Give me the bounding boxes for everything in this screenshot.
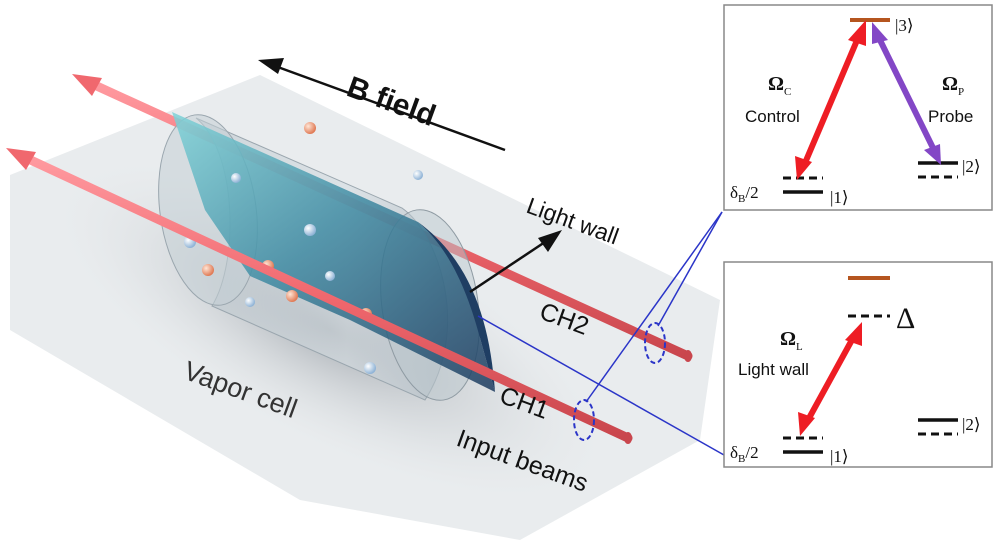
detuning-label: Δ <box>896 302 915 335</box>
delta-b-label: δB/2 <box>730 183 759 205</box>
ch2-highlight <box>644 322 666 364</box>
eit-level-panel: |3⟩ |1⟩ |2⟩ δB/2 ΩC Control ΩP Probe <box>723 4 993 211</box>
probe-arrow <box>872 22 941 165</box>
level-3-label: |3⟩ <box>895 16 914 35</box>
control-arrow <box>795 20 866 180</box>
light-wall-level-panel: Δ |1⟩ |2⟩ δB/2 ΩL Light wall <box>723 261 993 468</box>
atom <box>413 170 423 180</box>
light-wall-coupling-arrow <box>798 322 862 436</box>
atom <box>304 224 316 236</box>
light-wall-pointer <box>469 230 562 294</box>
atom <box>202 264 214 276</box>
control-label: Control <box>745 107 800 126</box>
beam-ch1 <box>6 148 633 444</box>
light-wall-sheet <box>172 112 495 392</box>
level-1-label: |1⟩ <box>830 188 849 207</box>
atom <box>231 173 241 183</box>
delta-b-label: δB/2 <box>730 443 759 465</box>
ch1-highlight <box>573 399 595 441</box>
level-2-label: |2⟩ <box>962 157 981 176</box>
level-1-label: |1⟩ <box>830 447 849 466</box>
atom <box>364 362 376 374</box>
omega-p-label: ΩP <box>942 73 964 98</box>
atom <box>245 297 255 307</box>
light-wall-panel-label: Light wall <box>738 360 809 379</box>
omega-l-label: ΩL <box>780 328 803 353</box>
atom <box>286 290 298 302</box>
level-2-label: |2⟩ <box>962 415 981 434</box>
omega-c-label: ΩC <box>768 73 791 98</box>
probe-label: Probe <box>928 107 973 126</box>
atom <box>325 271 335 281</box>
connector-lines <box>477 211 725 456</box>
atom <box>304 122 316 134</box>
b-field-arrow <box>258 58 506 152</box>
